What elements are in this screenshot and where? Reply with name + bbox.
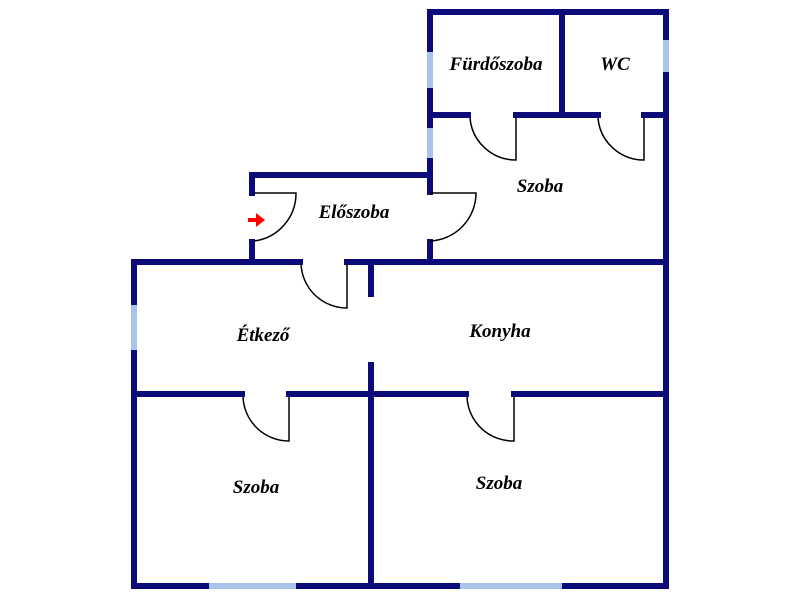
door bbox=[253, 192, 297, 242]
door bbox=[597, 117, 645, 161]
windows bbox=[131, 40, 669, 589]
room-label-szoba-upper: Szoba bbox=[517, 176, 564, 197]
door bbox=[469, 117, 517, 161]
door bbox=[300, 263, 348, 309]
door bbox=[429, 192, 477, 242]
room-label-konyha: Konyha bbox=[468, 321, 531, 342]
door bbox=[242, 396, 290, 442]
room-label-etkezo: Étkező bbox=[236, 324, 291, 346]
doors bbox=[242, 117, 645, 442]
room-label-eloszoba: Előszoba bbox=[318, 202, 390, 223]
room-label-szoba-bottom-left: Szoba bbox=[233, 477, 280, 498]
entrance-arrow-icon bbox=[248, 213, 265, 227]
room-label-furdoszoba: Fürdőszoba bbox=[449, 54, 543, 75]
room-label-wc: WC bbox=[600, 54, 630, 75]
room-label-szoba-bottom-right: Szoba bbox=[476, 473, 523, 494]
room-labels: Fürdőszoba WC Szoba Előszoba Étkező Kony… bbox=[233, 54, 630, 498]
walls bbox=[131, 9, 669, 589]
door bbox=[466, 396, 515, 442]
